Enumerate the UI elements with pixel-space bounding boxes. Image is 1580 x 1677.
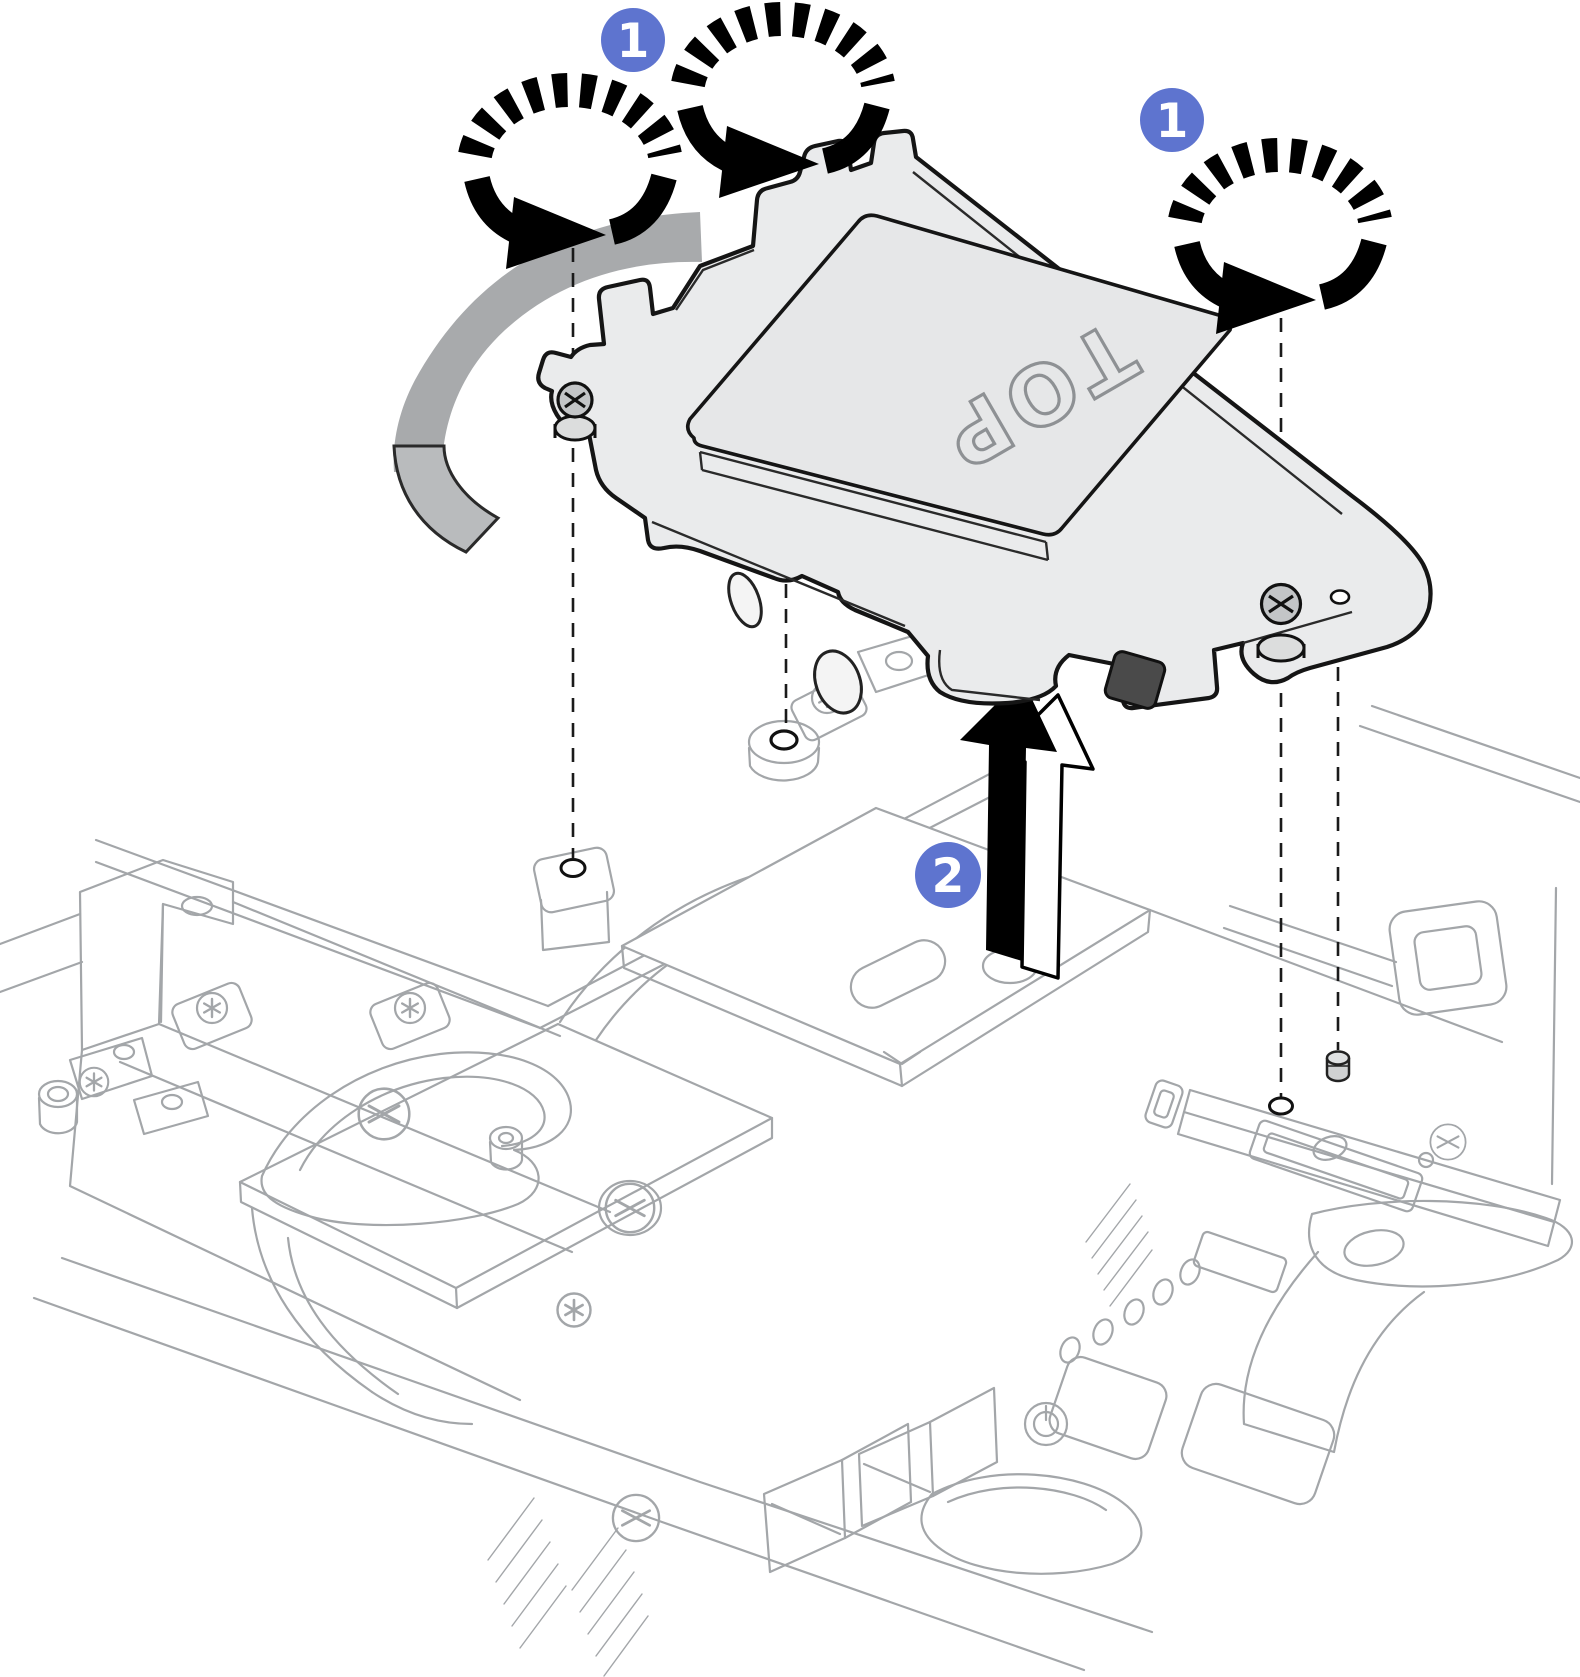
torx-standoff-1	[171, 981, 253, 1051]
chassis-right-rail	[1358, 704, 1580, 804]
center-mount-plate	[620, 806, 1152, 1088]
chassis-small-plate-1	[68, 1036, 154, 1101]
plate-oblong-slot	[849, 939, 947, 1009]
callout-number: 2	[932, 849, 965, 904]
phillips-screw-icon	[357, 1087, 411, 1141]
chassis-beam	[231, 900, 562, 1038]
chassis-rear-wall-edge	[94, 838, 550, 1030]
chassis-front-panel	[32, 1256, 1154, 1677]
callout-number: 1	[617, 14, 650, 69]
torx-standoff-2	[369, 981, 451, 1051]
power-button-icon	[1023, 1401, 1069, 1447]
screw-hole	[769, 729, 799, 751]
flange-crease	[1242, 610, 1353, 645]
screw-hole	[559, 858, 587, 878]
alignment-targets	[559, 729, 1351, 1116]
micro-port	[1144, 1079, 1184, 1129]
captive-screw-right	[1256, 582, 1306, 663]
callout-step2: 2	[915, 842, 981, 908]
center-clip-inner	[938, 649, 1041, 702]
port-cage-2	[857, 1386, 999, 1528]
chassis-floor-edge	[118, 1022, 612, 1254]
phillips-screw-icon	[604, 1182, 656, 1234]
drive-side-face	[698, 450, 1050, 562]
torx-screw-icon	[393, 991, 427, 1025]
callout-step1-right: 1	[1140, 88, 1204, 152]
turn-screw-clockwise-icon	[1185, 155, 1375, 334]
lift-arrow-solid	[960, 678, 1057, 961]
hatch-texture	[1085, 1183, 1153, 1307]
cage-latch-handle	[920, 1473, 1143, 1575]
chassis-small-plate-2	[132, 1080, 210, 1136]
port-cage-1	[762, 1422, 913, 1574]
callout-step1-left: 1	[601, 8, 665, 72]
torx-screw-icon	[78, 1066, 110, 1098]
callout-number: 1	[1156, 94, 1189, 149]
cage-oval-cutout	[813, 649, 863, 715]
lift-arrow-icon	[960, 678, 1095, 980]
latch-arm	[1308, 1199, 1574, 1288]
guide-pin	[1325, 1050, 1351, 1083]
chassis-line-art	[0, 630, 1580, 1677]
chassis-post	[37, 1079, 79, 1135]
hatch-texture	[487, 1497, 567, 1649]
captive-screw-left	[553, 381, 597, 442]
torx-screw-icon	[556, 1292, 592, 1328]
chassis-left-wall	[68, 1048, 522, 1402]
screw-boss-middle	[747, 719, 821, 782]
hatch-texture	[571, 1527, 649, 1677]
chassis-right-wall	[1023, 886, 1574, 1506]
rear-plate-hole	[884, 650, 914, 672]
chassis-left-block	[0, 858, 235, 1052]
drive-tray: TOP	[536, 128, 1433, 715]
torx-screw-icon	[195, 991, 229, 1025]
flange-hole	[1329, 589, 1351, 605]
phillips-screw-icon	[1429, 1123, 1467, 1161]
cage-oval-cutout	[727, 571, 763, 629]
cage-slot	[1103, 650, 1167, 710]
screw-pad-left	[532, 846, 616, 952]
screw-hole	[1268, 1096, 1294, 1116]
water-loop-hose	[392, 212, 702, 554]
